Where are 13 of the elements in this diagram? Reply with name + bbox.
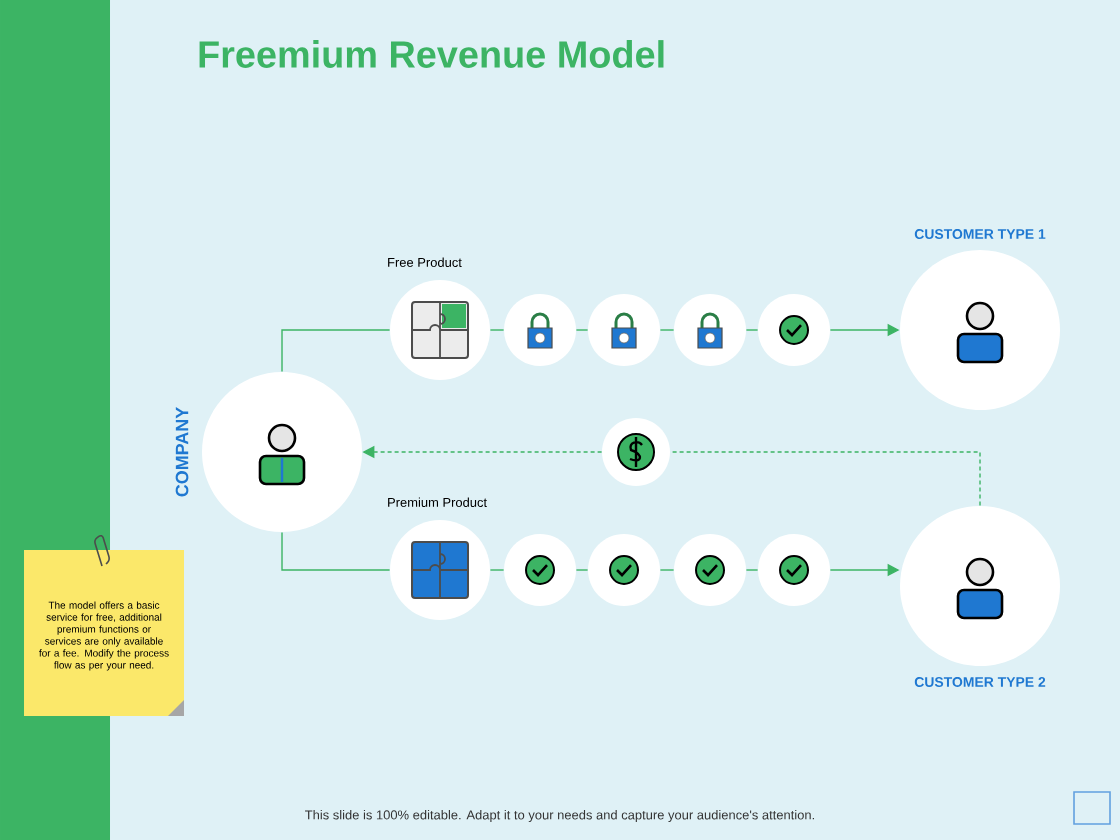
connector [745, 329, 759, 331]
connector [575, 329, 589, 331]
connector [489, 569, 505, 571]
connector [669, 451, 981, 507]
connector [489, 329, 505, 331]
connector [281, 329, 391, 373]
title: Freemium Revenue Model [199, 40, 664, 68]
connector [659, 329, 675, 331]
node-label: COMPANY [175, 407, 189, 497]
connector [659, 569, 675, 571]
connector [575, 569, 589, 571]
connector [281, 531, 391, 571]
connector [745, 569, 759, 571]
